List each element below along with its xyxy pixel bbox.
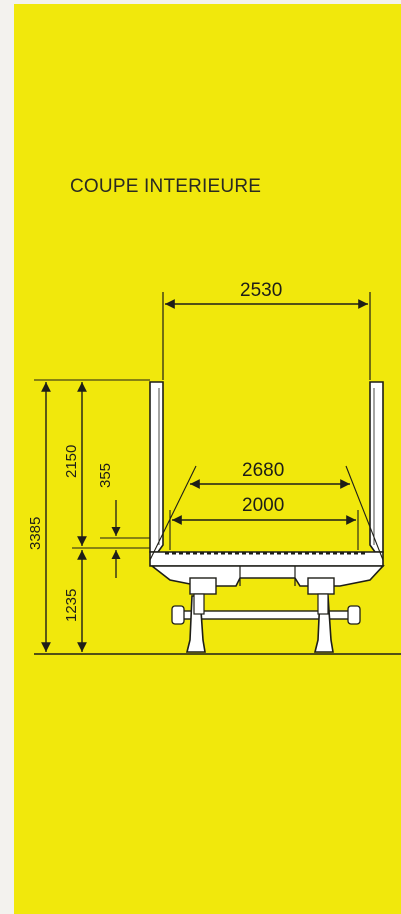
dim-floor-offset: 355	[97, 463, 121, 578]
vertical-dim-extension-lines	[34, 379, 150, 549]
dim-label-3385: 3385	[27, 517, 44, 550]
dim-label-1235: 1235	[63, 589, 80, 622]
dim-label-2000: 2000	[242, 495, 284, 516]
dim-label-2530: 2530	[240, 280, 282, 301]
dim-label-355: 355	[97, 463, 114, 488]
diagram-title: COUPE INTERIEURE	[70, 176, 262, 197]
dim-label-2150: 2150	[63, 445, 80, 478]
dim-total-height: 3385	[27, 382, 51, 652]
dim-chassis-height: 1235	[63, 550, 87, 652]
dim-label-2680: 2680	[242, 460, 284, 481]
dim-inner-width-lower: 2000	[169, 495, 359, 550]
dim-body-height: 2150	[63, 382, 87, 546]
dim-inner-width-upper: 2680	[149, 460, 384, 561]
dim-top-width: 2530	[162, 280, 371, 380]
bogie	[171, 577, 361, 653]
